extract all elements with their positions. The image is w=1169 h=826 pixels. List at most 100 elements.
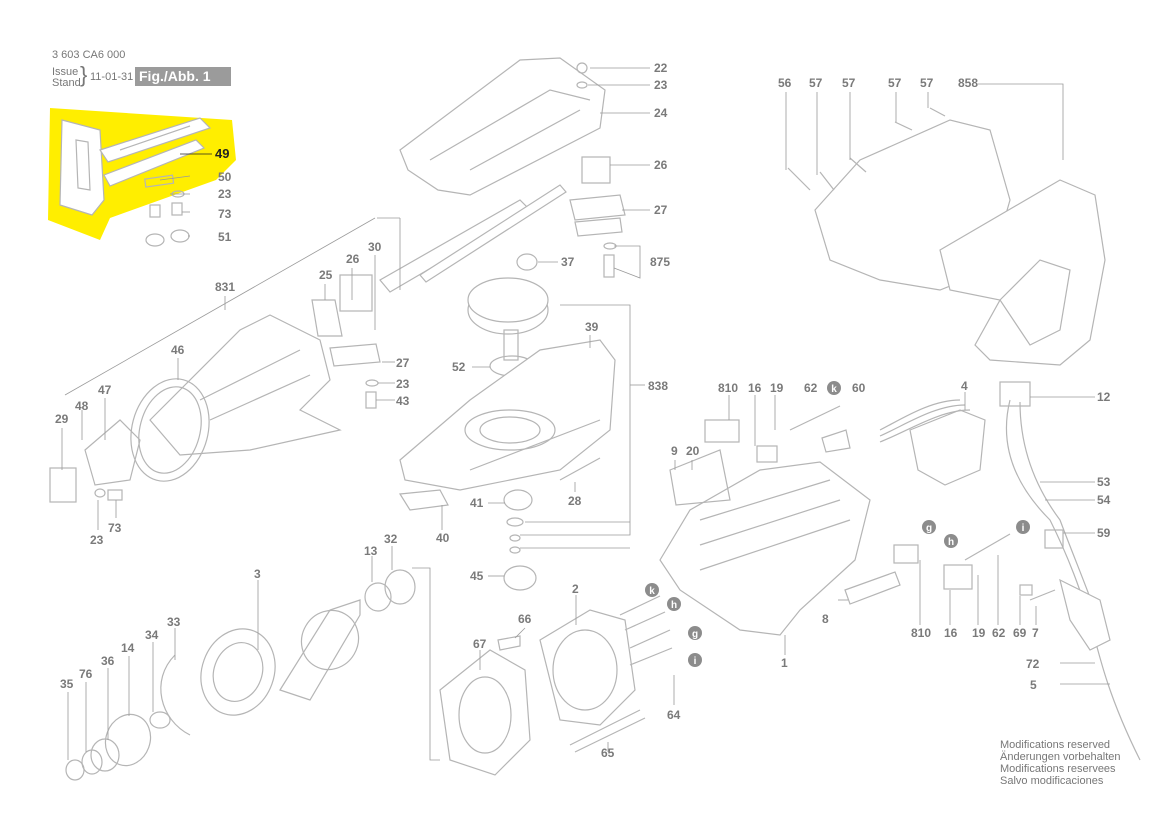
footer-line-es: Salvo modificaciones [1000,775,1104,787]
block-part-26 [581,156,611,184]
cable-part-5 [1005,399,1141,761]
callout-4: 4 [961,379,968,393]
callout-3: 3 [254,567,261,581]
ring-part-76 [81,749,103,775]
callout-1: 1 [781,656,788,670]
strip-part-8 [844,571,901,605]
callout-25: 25 [319,268,333,282]
callout-49: 49 [215,146,229,161]
washer-part-34 [149,711,171,729]
wire-marker-i: i [1022,523,1025,534]
callout-831: 831 [215,280,235,294]
callout-69: 69 [1013,626,1027,640]
callout-59: 59 [1097,526,1111,540]
callout-40: 40 [436,531,450,545]
callout-67: 67 [473,637,487,651]
callout-16-b: 16 [944,626,958,640]
callout-810-b: 810 [911,626,931,640]
clamp-part-29 [49,467,77,503]
callout-28: 28 [568,494,582,508]
callout-33: 33 [167,615,181,629]
screw-part-73b [171,202,183,216]
callout-875: 875 [650,255,670,269]
callout-32: 32 [384,532,398,546]
issue-date: 11-01-31 [90,71,134,83]
callout-12: 12 [1097,390,1111,404]
bearing-part-41 [503,489,533,511]
callout-35: 35 [60,677,74,691]
callout-53: 53 [1097,475,1111,489]
bolt-part-875 [603,254,615,278]
slider-part-40 [398,489,449,511]
fan-part [200,628,276,716]
callout-62-b: 62 [992,626,1006,640]
ring-part-45 [503,565,537,591]
callout-16: 16 [748,381,762,395]
callout-73: 73 [218,207,232,221]
callout-73-b: 73 [108,521,122,535]
brush-holder-part-16b [943,564,973,590]
callout-27: 27 [654,203,668,217]
armature-part-3 [279,599,361,701]
callout-19-b: 19 [972,626,986,640]
stand-label: Stand [52,77,81,89]
callout-43: 43 [396,394,410,408]
callout-23-b: 23 [218,187,232,201]
callout-50: 50 [218,170,232,184]
callout-57-d: 57 [920,76,934,90]
wire-marker-h: h [948,537,954,548]
callout-23-c: 23 [90,533,104,547]
screw-part-73a [149,204,161,218]
bearing-part-35 [65,759,85,781]
screw-part-43 [365,391,377,409]
callout-34: 34 [145,628,159,642]
baffle-part-33 [160,654,191,736]
clip-part-60 [821,429,851,453]
wire-marker-g: g [926,523,932,534]
callout-838: 838 [648,379,668,393]
callout-45: 45 [470,569,484,583]
wire-part-62a [789,405,841,431]
figure-label: Fig./Abb. 1 [135,67,231,86]
washer-part-23-top [576,81,588,89]
callout-72: 72 [1026,657,1040,671]
nut-part-51a [145,233,165,247]
footer-line-en: Modifications reserved [1000,739,1111,751]
cover-part-24 [399,57,606,196]
guide-part-26b [339,274,373,312]
screw-part-69 [1019,584,1033,596]
callout-62: 62 [804,381,818,395]
callout-14: 14 [121,641,135,655]
callout-57-b: 57 [842,76,856,90]
callout-8: 8 [822,612,829,626]
callout-30: 30 [368,240,382,254]
ring-part-14 [104,713,152,767]
callout-5: 5 [1030,678,1037,692]
wire-part-62b [964,533,1011,561]
handle-shell [939,179,1106,366]
callout-26: 26 [654,158,668,172]
callout-7: 7 [1032,626,1039,640]
callout-65: 65 [601,746,615,760]
brush-holder-part-16a [756,445,778,463]
clamp-part-7 [1029,589,1056,601]
wire-marker-i-lower: i [694,656,697,667]
field-part-2 [539,609,636,726]
callout-24: 24 [654,106,668,120]
issue-label: Issue [52,66,79,78]
callout-39: 39 [585,320,599,334]
callout-858: 858 [958,76,978,90]
wire-marker-h-lower: h [671,600,677,611]
callout-23: 23 [654,78,668,92]
callout-26-b: 26 [346,252,360,266]
nut-part-51b [170,229,190,243]
footer-line-fr: Modifications reservees [1000,763,1116,775]
brush-part-810a [704,419,740,443]
wire-marker-k-lower: k [649,586,655,597]
callout-19: 19 [770,381,784,395]
clip-part-66 [497,635,521,651]
callout-9: 9 [671,444,678,458]
plate-part-27 [569,194,626,221]
doc-number: 3 603 CA6 000 [52,49,126,61]
callout-76: 76 [79,667,93,681]
